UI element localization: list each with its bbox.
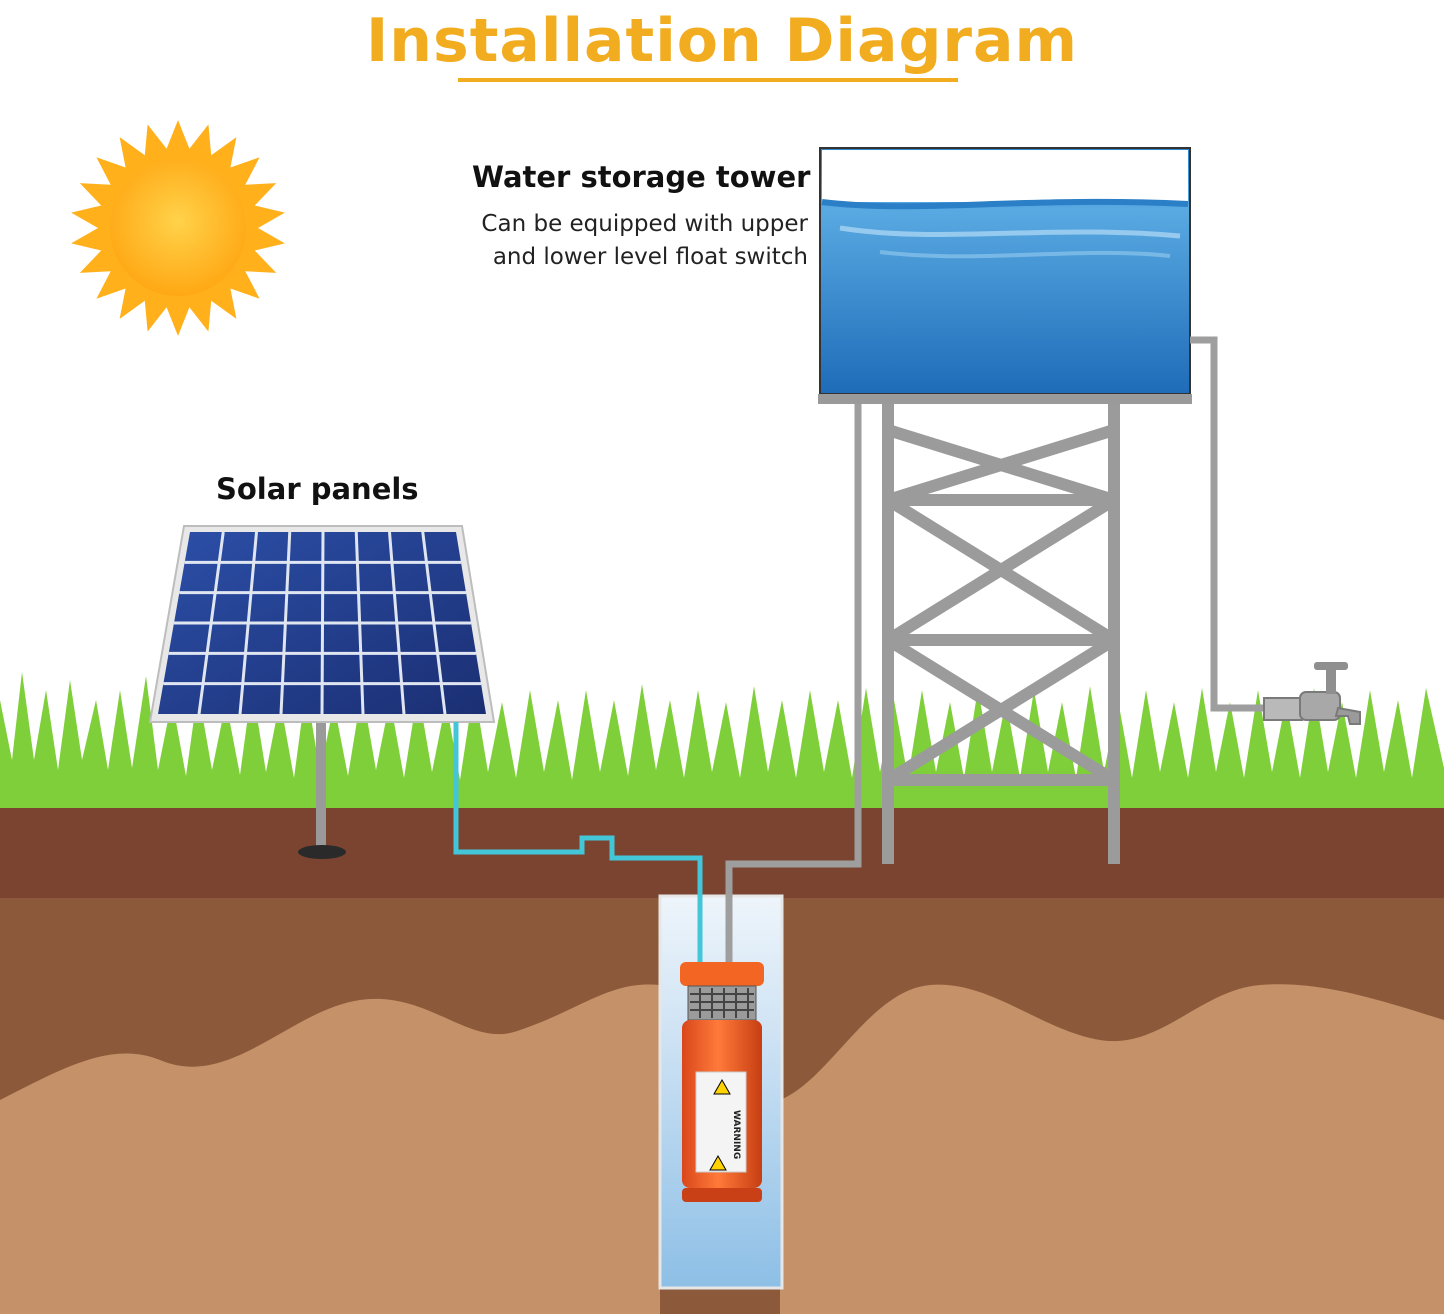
- topsoil: [0, 808, 1444, 900]
- tower-note-line2: and lower level float switch: [492, 244, 808, 270]
- pump-warning-label: WARNING: [731, 1110, 741, 1159]
- tower-note-line1: Can be equipped with upper: [481, 211, 808, 237]
- submersible-pump: WARNING: [680, 962, 764, 1202]
- diagram-title: Installation Diagram: [365, 6, 1079, 76]
- sun-icon: [71, 120, 285, 336]
- panel-base: [298, 845, 346, 859]
- tower-frame: [882, 402, 1120, 864]
- sand-layer: [0, 984, 660, 1314]
- panel-post: [316, 716, 326, 850]
- title-underline: [458, 78, 958, 82]
- outlet-pipe: [1190, 336, 1268, 712]
- faucet-icon: [1263, 662, 1361, 725]
- solar-label: Solar panels: [216, 472, 419, 506]
- water-tank: [818, 147, 1192, 404]
- solar-cable: [453, 722, 703, 968]
- sand-layer-right: [780, 984, 1444, 1314]
- tower-note: Can be equipped with upper and lower lev…: [481, 208, 808, 274]
- tower-label: Water storage tower: [472, 160, 811, 194]
- solar-panel: [148, 525, 496, 723]
